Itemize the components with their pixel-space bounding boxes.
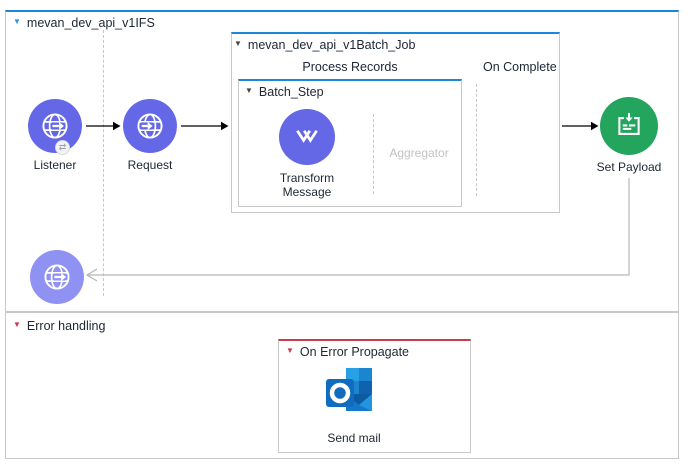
process-records-label: Process Records [302, 60, 398, 74]
batch-step-header[interactable]: ▼ Batch_Step [245, 85, 324, 99]
collapse-triangle-icon[interactable]: ▼ [286, 346, 294, 355]
transform-message-label: Transform Message [279, 171, 335, 199]
flow-arrow [562, 121, 599, 131]
batch-step-container [238, 79, 462, 207]
collapse-triangle-icon[interactable]: ▼ [13, 320, 21, 329]
on-complete-label: On Complete [483, 60, 557, 74]
listener-node[interactable] [28, 99, 82, 153]
http-globe-icon [42, 113, 68, 139]
on-error-propagate-header[interactable]: ▼ On Error Propagate [286, 345, 409, 359]
transform-message-node[interactable] [279, 109, 335, 165]
collapse-triangle-icon[interactable]: ▼ [245, 86, 253, 95]
set-payload-icon [618, 112, 640, 135]
batch-step-title: Batch_Step [258, 85, 324, 99]
flow-title: mevan_dev_api_v1IFS [26, 16, 155, 30]
batch-job-header[interactable]: ▼ mevan_dev_api_v1Batch_Job [234, 38, 415, 52]
request-node[interactable] [123, 99, 177, 153]
send-mail-label: Send mail [327, 431, 381, 445]
http-ghost-node[interactable] [30, 250, 84, 304]
on-error-propagate-container [278, 339, 471, 453]
batch-job-title: mevan_dev_api_v1Batch_Job [247, 38, 416, 52]
on-error-propagate-title: On Error Propagate [299, 345, 410, 359]
error-handling-header[interactable]: ▼ Error handling [13, 319, 105, 333]
feedback-arrow [85, 178, 630, 282]
set-payload-node[interactable] [600, 97, 658, 155]
batch-step-divider [373, 114, 374, 194]
http-globe-icon [44, 264, 70, 290]
flow-header[interactable]: ▼ mevan_dev_api_v1IFS [13, 16, 155, 30]
on-complete-divider [476, 84, 477, 196]
flow-arrow [86, 121, 121, 131]
guide-dashed-line [103, 30, 104, 296]
request-label: Request [127, 158, 173, 172]
listener-label: Listener [33, 158, 77, 172]
aggregator-placeholder: Aggregator [389, 146, 449, 160]
sync-badge-icon: ⇄ [55, 140, 70, 155]
set-payload-label: Set Payload [596, 160, 662, 174]
dataweave-icon [296, 130, 318, 143]
collapse-triangle-icon[interactable]: ▼ [13, 17, 21, 26]
send-mail-node[interactable] [322, 365, 386, 430]
http-globe-icon [137, 113, 163, 139]
error-handling-title: Error handling [26, 319, 106, 333]
collapse-triangle-icon[interactable]: ▼ [234, 39, 242, 48]
flow-arrow [181, 121, 229, 131]
outlook-icon [326, 368, 372, 411]
